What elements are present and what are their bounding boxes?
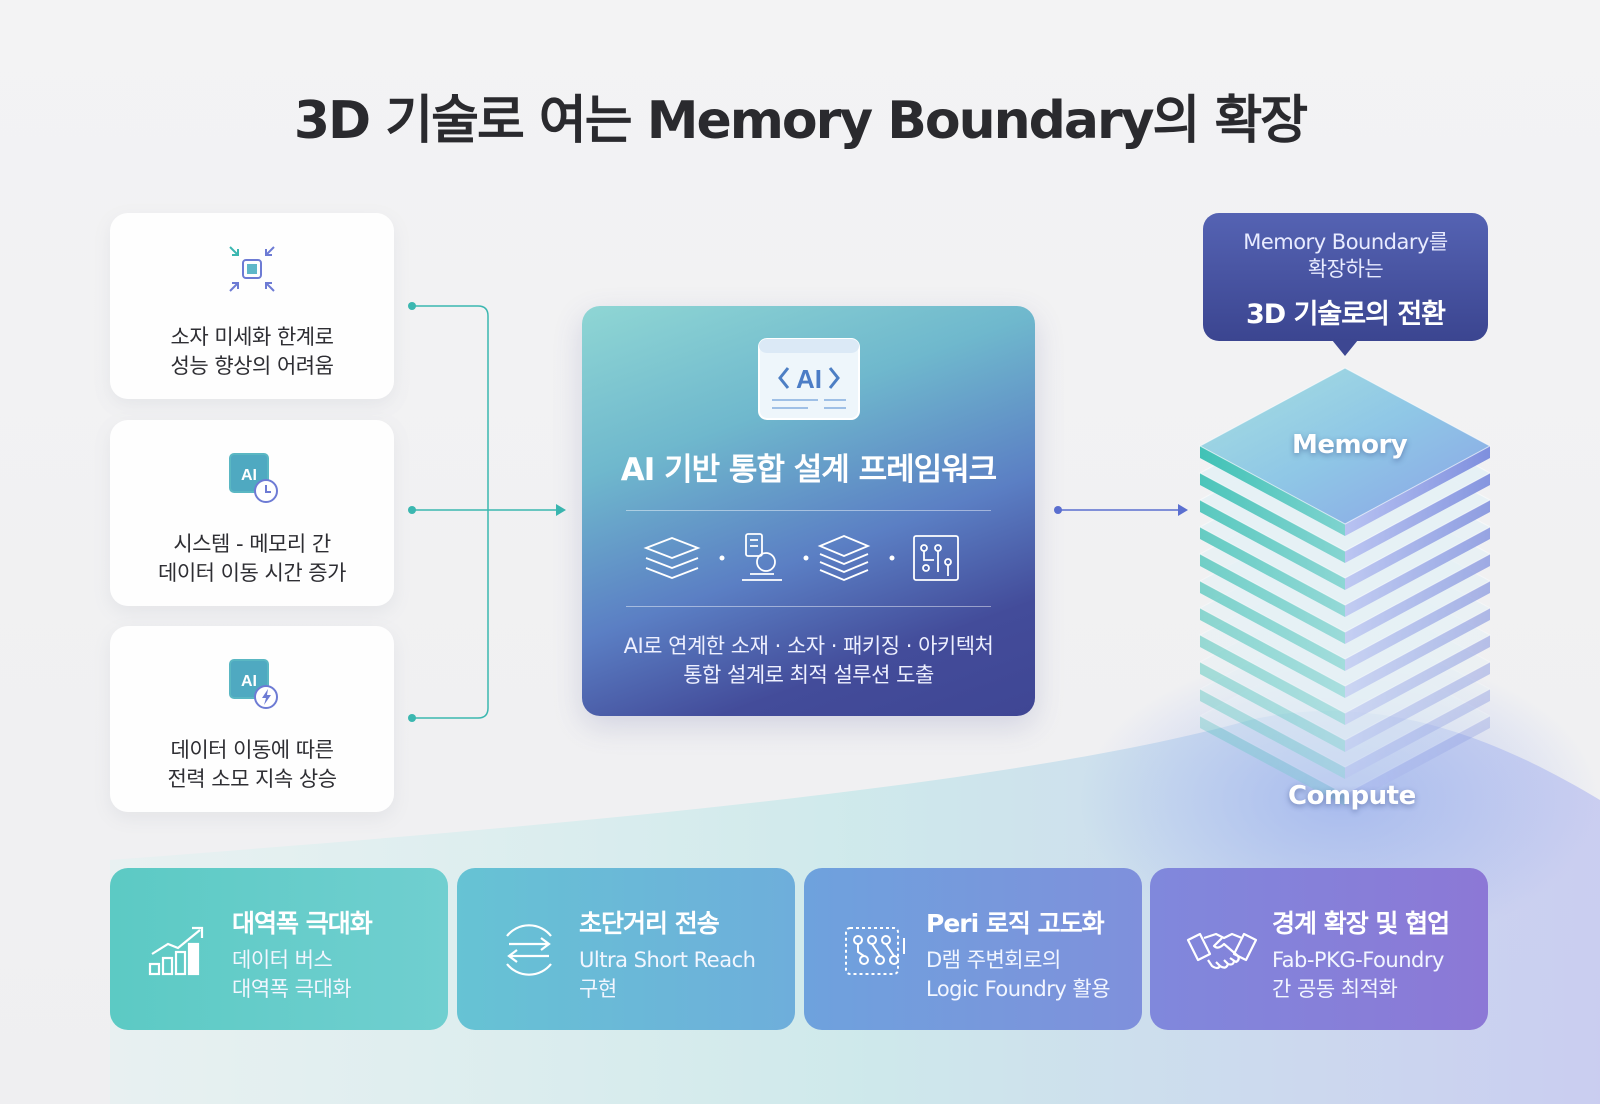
- feature-desc: D램 주변회로의 Logic Foundry 활용: [926, 948, 1111, 1001]
- stack-top-label: Memory: [1292, 430, 1408, 460]
- feature-desc: 데이터 버스 대역폭 극대화: [232, 948, 352, 1001]
- feature-card-peri-logic: Peri 로직 고도화 D램 주변회로의 Logic Foundry 활용: [804, 868, 1142, 1030]
- issue-text: 데이터 이동에 따른 전력 소모 지속 상승: [167, 738, 337, 791]
- page-title: 3D 기술로 여는 Memory Boundary의 확장: [293, 91, 1308, 151]
- divider: [626, 510, 991, 511]
- issue-text: 시스템 - 메모리 간 데이터 이동 시간 증가: [158, 532, 346, 585]
- framework-icons: [643, 533, 959, 581]
- issue-card-scaling-limit: 소자 미세화 한계로 성능 향상의 어려움: [110, 213, 394, 399]
- feature-card-collaboration: 경계 확장 및 협업 Fab-PKG-Foundry 간 공동 최적화: [1150, 868, 1488, 1030]
- feature-card-bandwidth: 대역폭 극대화 데이터 버스 대역폭 극대화: [110, 868, 448, 1030]
- issue-card-power: AI 데이터 이동에 따른 전력 소모 지속 상승: [110, 626, 394, 812]
- callout-pointer: [1332, 340, 1358, 356]
- circuit-board-icon: [913, 535, 959, 581]
- microscope-icon: [742, 533, 782, 581]
- feature-title: 경계 확장 및 협업: [1272, 909, 1450, 938]
- dot: [803, 555, 809, 561]
- callout-emphasis: 3D 기술로의 전환: [1245, 299, 1446, 330]
- feature-desc: Ultra Short Reach 구현: [579, 948, 756, 1001]
- ai-clock-icon: AI: [229, 453, 278, 503]
- svg-text:AI: AI: [241, 467, 257, 484]
- svg-text:AI: AI: [241, 673, 257, 690]
- ai-framework-box: AI AI 기반 통합 설계 프레임워크: [582, 306, 1035, 716]
- framework-title: AI 기반 통합 설계 프레임워크: [620, 452, 997, 488]
- compress-chip-icon: [229, 246, 275, 292]
- logic-circuit-icon: [845, 927, 905, 975]
- dot: [719, 555, 725, 561]
- ai-power-icon: AI: [229, 659, 278, 709]
- feature-card-short-reach: 초단거리 전송 Ultra Short Reach 구현: [457, 868, 795, 1030]
- layers-icon: [643, 537, 701, 579]
- svg-text:AI: AI: [796, 364, 822, 394]
- ai-code-window-icon: AI: [758, 338, 860, 420]
- transfer-arrows-icon: [506, 924, 552, 976]
- bandwidth-chart-icon: [148, 926, 204, 976]
- handshake-icon: [1186, 932, 1258, 970]
- stack-layer: [1198, 367, 1492, 536]
- issue-text: 소자 미세화 한계로 성능 향상의 어려움: [170, 325, 334, 378]
- dot: [889, 555, 895, 561]
- feature-desc: Fab-PKG-Foundry 간 공동 최적화: [1272, 948, 1444, 1001]
- feature-title: 대역폭 극대화: [232, 909, 373, 938]
- stacked-package-icon: [817, 535, 871, 581]
- stack-bottom-label: Compute: [1288, 781, 1416, 811]
- transition-callout: Memory Boundary를 확장하는 3D 기술로의 전환: [1203, 213, 1488, 341]
- feature-title: Peri 로직 고도화: [926, 909, 1105, 938]
- feature-title: 초단거리 전송: [579, 909, 720, 938]
- issue-card-latency: AI 시스템 - 메모리 간 데이터 이동 시간 증가: [110, 420, 394, 606]
- divider: [626, 606, 991, 607]
- framework-description: AI로 연계한 소재 · 소자 · 패키징 · 아키텍처 통합 설계로 최적 설…: [623, 634, 994, 687]
